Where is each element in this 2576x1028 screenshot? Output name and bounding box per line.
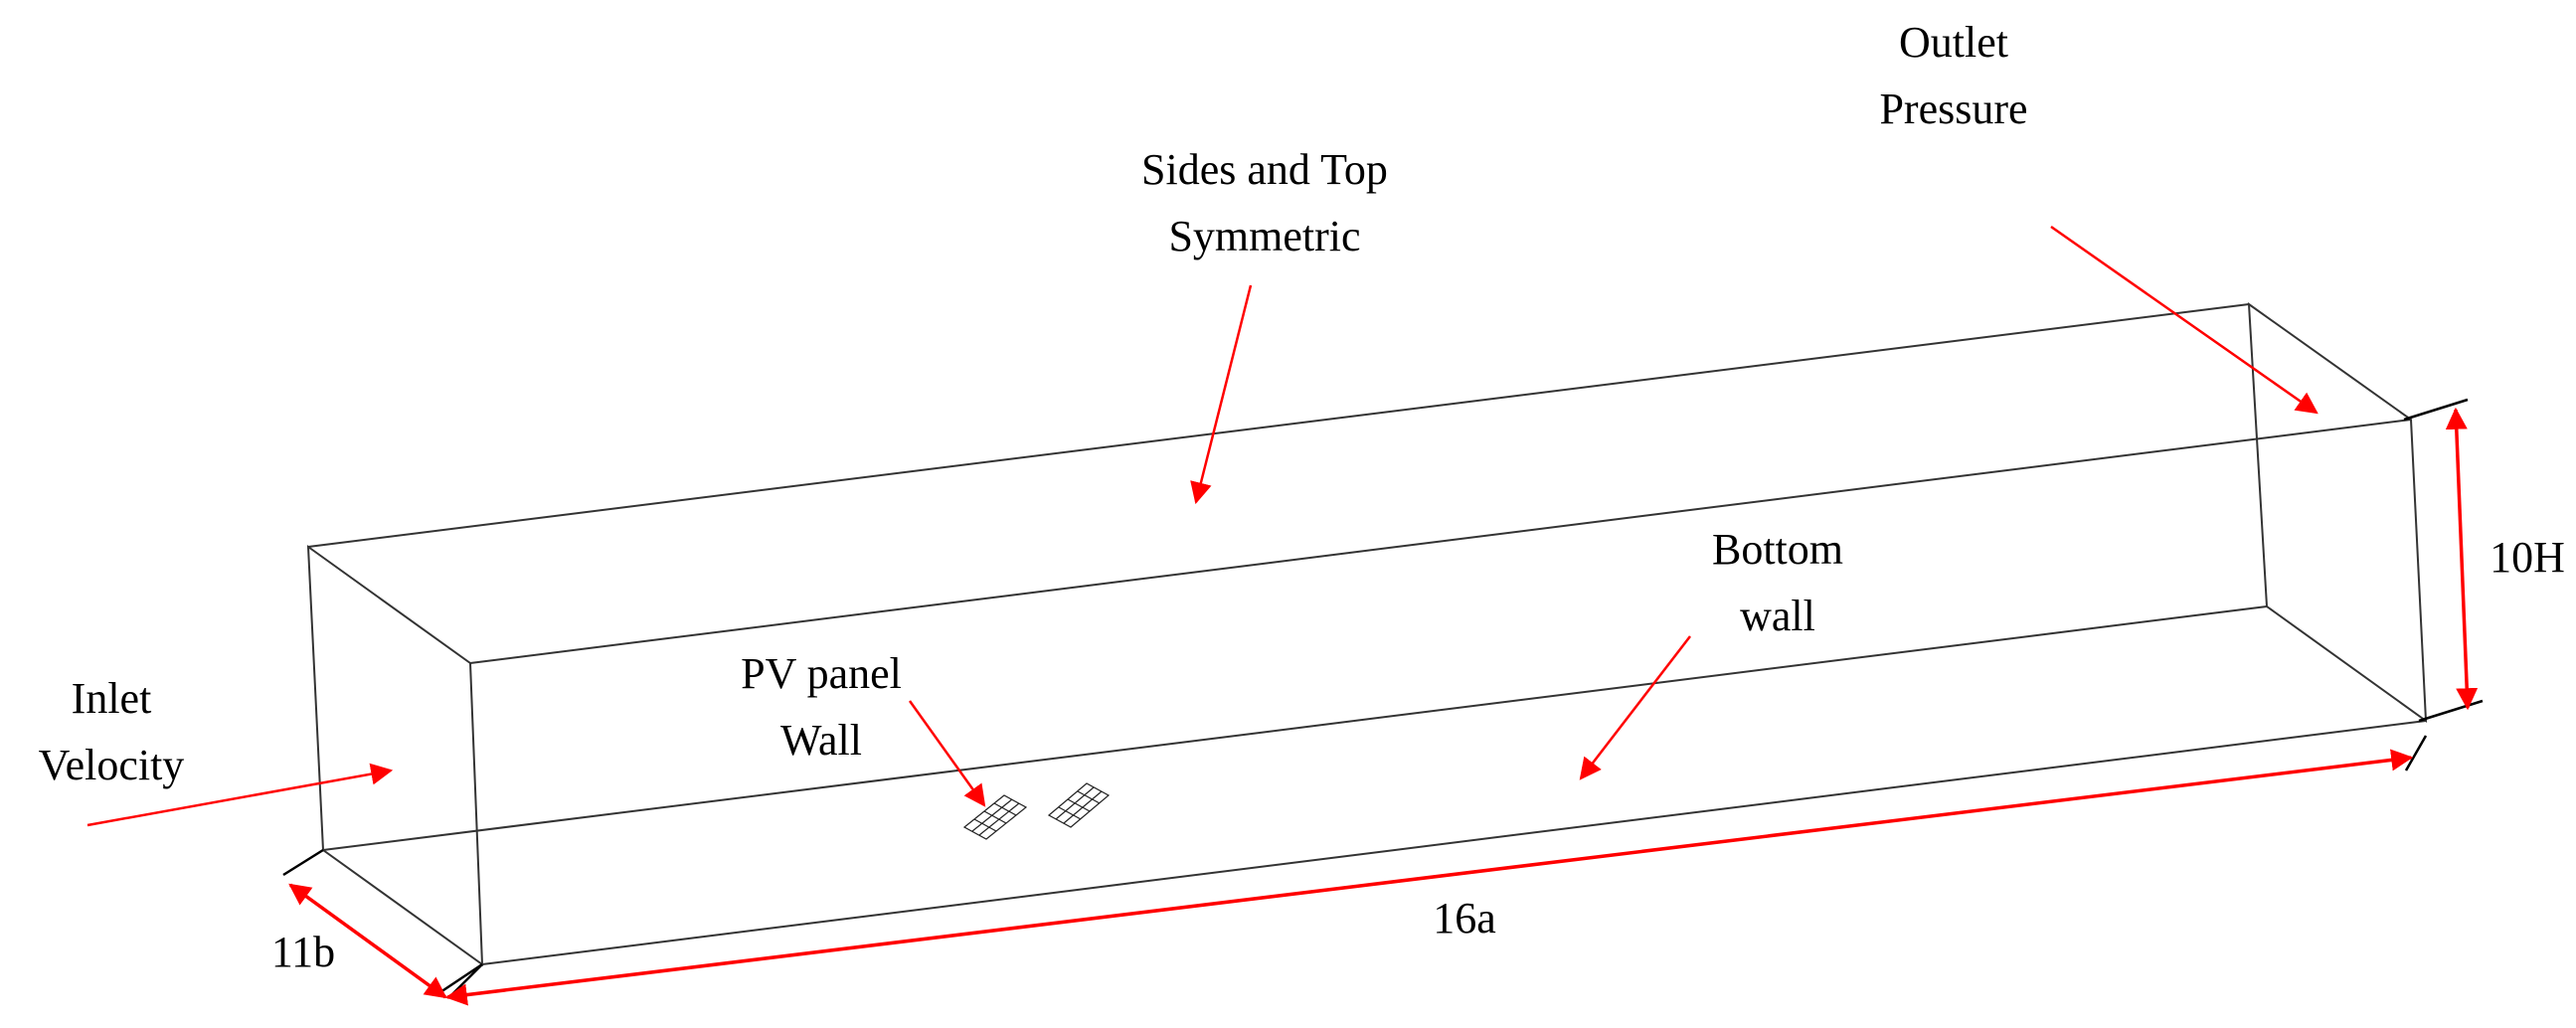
boundary-arrows (86, 225, 2318, 827)
inlet-label-line1: Inlet (72, 674, 152, 723)
top-front-edge (469, 419, 2412, 664)
inlet-arrow (86, 763, 394, 827)
bottom-label-line2: wall (1740, 592, 1815, 640)
inlet-face (306, 544, 484, 967)
height-dimension-label: 10H (2490, 533, 2565, 582)
pv-arrow (908, 700, 986, 807)
outlet-face (2247, 301, 2428, 724)
sides-label-line1: Sides and Top (1141, 145, 1388, 194)
dimension-length (444, 735, 2428, 1006)
width-dimension-line (288, 883, 447, 999)
pv-label-line1: PV panel (741, 649, 902, 698)
length-dimension-line (444, 749, 2414, 1006)
sides-arrow (1190, 284, 1253, 505)
bottom-back-edge (322, 605, 2268, 851)
bottom-arrow (1579, 635, 1691, 780)
width-dimension-label: 11b (271, 928, 335, 976)
domain-box (306, 301, 2428, 967)
outlet-label-line1: Outlet (1899, 18, 2008, 67)
outlet-label-line2: Pressure (1879, 85, 2027, 133)
dimension-height (2403, 398, 2484, 723)
length-dimension-label: 16a (1433, 894, 1496, 942)
inlet-label-line2: Velocity (39, 741, 185, 789)
pv-panel-left (962, 794, 1028, 840)
dimension-width (282, 848, 483, 999)
sides-label-line2: Symmetric (1168, 212, 1360, 260)
pv-panel-right (1047, 782, 1111, 828)
bottom-label-line1: Bottom (1712, 525, 1843, 574)
top-back-edge (307, 303, 2250, 548)
outlet-arrow (2050, 225, 2318, 415)
pv-label-line2: Wall (780, 716, 862, 765)
height-dimension-line (2445, 407, 2479, 711)
